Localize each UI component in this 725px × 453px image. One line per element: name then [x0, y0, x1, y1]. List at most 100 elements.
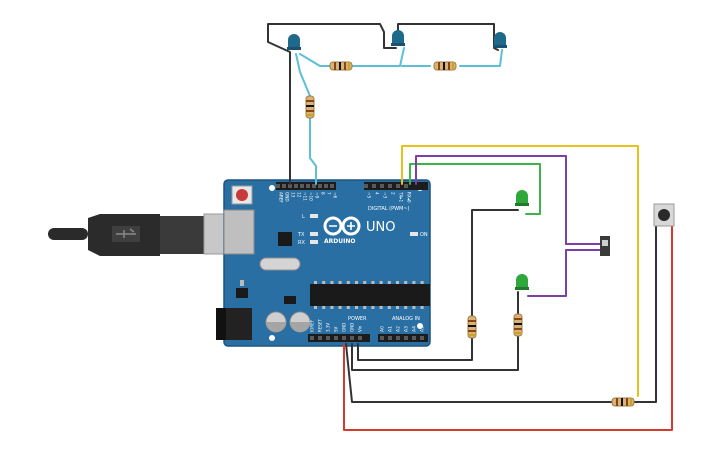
digital-pin-~3[interactable] [380, 184, 384, 188]
chip-pin [371, 281, 375, 284]
chip-pin [371, 306, 375, 309]
mount-hole [417, 323, 423, 329]
blue-led-2[interactable] [391, 30, 405, 46]
power-pin-5V[interactable] [334, 336, 338, 340]
green-led-1[interactable] [515, 190, 529, 206]
digital-pin-8[interactable] [318, 184, 322, 188]
wire-red-5v[interactable] [343, 225, 673, 431]
digital-pin-TX▸1[interactable] [396, 184, 400, 188]
digital-header-label: DIGITAL (PWM~) [368, 206, 410, 212]
blue-led-1[interactable] [287, 34, 301, 50]
blue-led-3[interactable] [493, 32, 507, 48]
power-pin-RESET[interactable] [318, 336, 322, 340]
chip-pin [412, 281, 416, 284]
wires [267, 23, 673, 431]
digital-pin-2[interactable] [388, 184, 392, 188]
digital-pin-label: ~11 [303, 192, 308, 201]
analog-pin-A4[interactable] [412, 336, 416, 340]
chip-pin [338, 281, 342, 284]
digital-pin-label: ~5 [367, 192, 372, 199]
digital-pin-~10[interactable] [306, 184, 310, 188]
digital-pin-12[interactable] [294, 184, 298, 188]
push-button[interactable] [653, 203, 675, 227]
analog-pin-A1[interactable] [388, 336, 392, 340]
chip-pins-bottom [314, 306, 424, 309]
digital-pin-label: TX▸1 [399, 191, 404, 203]
digital-pin-RX◂0[interactable] [404, 184, 408, 188]
analog-pin-label: A2 [396, 326, 402, 332]
digital-pin-7[interactable] [324, 184, 328, 188]
digital-pin-4[interactable] [372, 184, 376, 188]
power-header [308, 334, 370, 342]
usb-chip [278, 232, 292, 246]
analog-pin-A0[interactable] [380, 336, 384, 340]
digital-pin-GND[interactable] [282, 184, 286, 188]
power-jack-front [216, 308, 226, 340]
chip-pin [412, 306, 416, 309]
wire-black-button-gnd[interactable] [345, 225, 657, 403]
resistor-green-led-2[interactable] [513, 313, 523, 337]
slide-switch-knob[interactable] [602, 240, 608, 246]
chip-pin [330, 306, 334, 309]
wire-green-pin-2[interactable] [409, 163, 541, 215]
wire-yellow-pin-3[interactable] [401, 145, 639, 397]
usb-plug-neck [160, 216, 206, 254]
digital-pin-13[interactable] [288, 184, 292, 188]
power-pin-3.3V[interactable] [326, 336, 330, 340]
wire-black-led-top[interactable] [471, 209, 519, 317]
resistor-horizontal-1[interactable] [329, 61, 353, 71]
power-pin-Vin[interactable] [358, 336, 362, 340]
analog-pin-label: A4 [412, 326, 418, 332]
power-pin-IOREF[interactable] [310, 336, 314, 340]
chip-pin [387, 306, 391, 309]
digital-pin-~9[interactable] [312, 184, 316, 188]
resistor-button[interactable] [611, 397, 635, 407]
power-pin-GND[interactable] [350, 336, 354, 340]
digital-pin-AREF[interactable] [276, 184, 280, 188]
wire-black-gnd-a[interactable] [357, 337, 473, 361]
chip-pin [420, 281, 424, 284]
power-pin-label: RESET [318, 319, 323, 332]
rx-led-label: RX [298, 240, 305, 246]
push-button-cap[interactable] [658, 209, 670, 221]
wire-black-gnd-b[interactable] [351, 291, 519, 371]
chip-pin [420, 306, 424, 309]
tx-led [310, 232, 318, 236]
analog-pin-A3[interactable] [404, 336, 408, 340]
power-pin-GND[interactable] [342, 336, 346, 340]
l-led [310, 214, 318, 218]
chip-pins-top [314, 281, 424, 284]
slide-switch[interactable] [600, 236, 610, 256]
atmega-chip [310, 284, 430, 306]
chip-pin [314, 306, 317, 309]
wire-cyan-pin-12[interactable] [295, 53, 317, 185]
analog-pin-label: A5 [420, 326, 426, 332]
reset-button[interactable] [236, 189, 248, 201]
digital-pin-~6[interactable] [330, 184, 334, 188]
wire-cyan-resistor-chain[interactable] [299, 47, 503, 67]
tx-led-label: TX [297, 232, 305, 238]
resistor-horizontal-2[interactable] [433, 61, 457, 71]
wire-black-top-leds[interactable] [267, 23, 499, 185]
digital-pin-label: 8 [321, 192, 326, 195]
digital-pin-label: RX◂0 [407, 192, 412, 203]
analog-pin-A2[interactable] [396, 336, 400, 340]
resistor-vertical-top[interactable] [305, 95, 315, 119]
digital-pin-~5[interactable] [364, 184, 368, 188]
resistor-green-led-1[interactable] [467, 315, 477, 339]
digital-pin-label: ~9 [315, 192, 320, 199]
chip-pin [363, 306, 367, 309]
digital-pin-label: ~10 [309, 192, 314, 201]
chip-pin [314, 281, 317, 284]
arduino-logo-icon [323, 216, 361, 236]
chip-pin [387, 281, 391, 284]
chip-pin [363, 281, 367, 284]
digital-pin-~11[interactable] [300, 184, 304, 188]
analog-pin-A5[interactable] [420, 336, 424, 340]
wire-purple-switch[interactable] [415, 155, 601, 297]
chip-pin [355, 306, 358, 309]
green-led-2[interactable] [515, 274, 529, 290]
capacitor-shade [266, 322, 286, 332]
